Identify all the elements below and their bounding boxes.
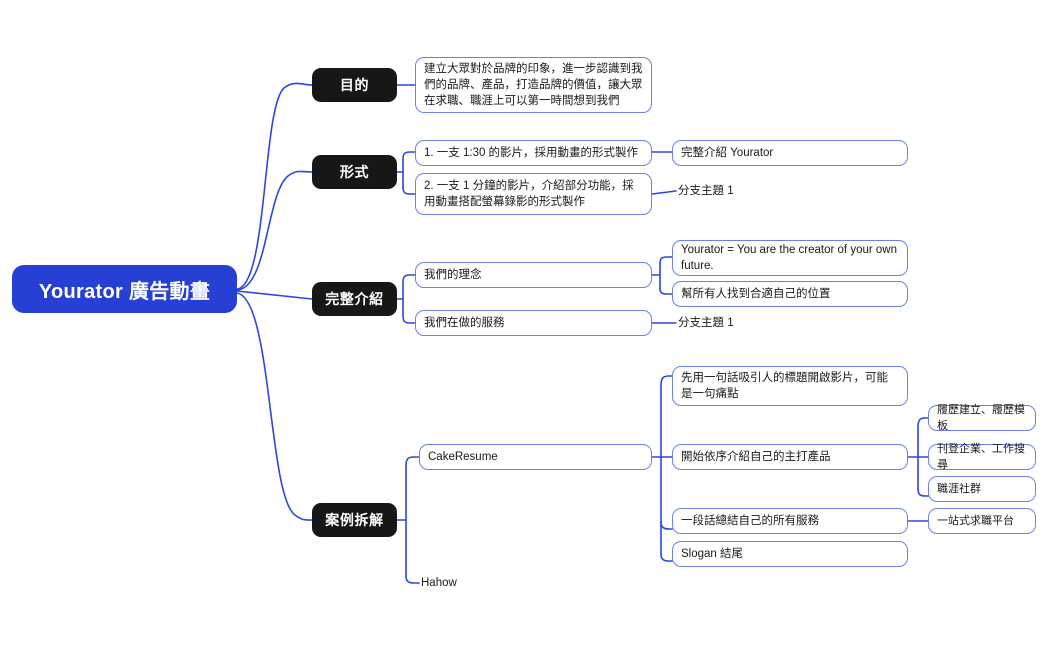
node-concept-label: 我們的理念 [424, 269, 482, 281]
link-product-c1 [917, 417, 929, 428]
node-services-child[interactable]: 分支主題 1 [676, 313, 876, 333]
branch-node-full-intro[interactable]: 完整介紹 [312, 282, 397, 316]
link-fullintro-c2 [402, 314, 416, 324]
node-format-2[interactable]: 2. 一支 1 分鐘的影片，介紹部分功能，採用動畫搭配螢幕錄影的形式製作 [415, 173, 652, 215]
branch-label-purpose: 目的 [339, 77, 370, 93]
node-summary-platform[interactable]: 一站式求職平台 [928, 508, 1036, 534]
node-product-jobs-label: 刊登企業、工作搜尋 [937, 443, 1025, 471]
root-node[interactable]: Yourator 廣告動畫 [12, 265, 237, 313]
node-cake-summary-label: 一段話總結自己的所有服務 [681, 515, 819, 527]
node-services-child-label: 分支主題 1 [678, 317, 734, 329]
link-fullintro-c1 [402, 274, 416, 284]
node-format-1-label: 1. 一支 1:30 的影片，採用動畫的形式製作 [424, 147, 639, 159]
branch-node-purpose[interactable]: 目的 [312, 68, 397, 102]
node-summary-platform-label: 一站式求職平台 [937, 515, 1014, 527]
link-concept-c1 [659, 256, 673, 265]
node-concept-1-label: Yourator = You are the creator of your o… [681, 244, 897, 272]
link-root-casestudy [236, 292, 313, 521]
node-cake-products[interactable]: 開始依序介紹自己的主打產品 [672, 444, 908, 470]
root-label: Yourator 廣告動畫 [38, 280, 211, 303]
branch-node-case-study[interactable]: 案例拆解 [312, 503, 397, 537]
link-concept-c2 [659, 287, 673, 295]
node-hahow-label: Hahow [421, 577, 457, 589]
node-cake-hook-label: 先用一句話吸引人的標題開啟影片，可能是一句痛點 [681, 372, 888, 400]
link-format2-leaf [651, 190, 677, 195]
node-format-1[interactable]: 1. 一支 1:30 的影片，採用動畫的形式製作 [415, 140, 652, 166]
link-format-c1 [402, 151, 416, 161]
link-format-c2 [402, 185, 416, 195]
node-product-resume-label: 履歷建立、履歷模板 [937, 404, 1025, 432]
branch-label-format: 形式 [339, 164, 370, 180]
node-format-2-child[interactable]: 分支主題 1 [676, 181, 876, 201]
link-cake-c4 [660, 553, 673, 562]
node-hahow[interactable]: Hahow [419, 573, 539, 593]
node-format-2-label: 2. 一支 1 分鐘的影片，介紹部分功能，採用動畫搭配螢幕錄影的形式製作 [424, 180, 634, 208]
link-case-c2 [405, 575, 420, 584]
node-concept[interactable]: 我們的理念 [415, 262, 652, 288]
node-product-jobs[interactable]: 刊登企業、工作搜尋 [928, 443, 1036, 471]
node-cake-summary[interactable]: 一段話總結自己的所有服務 [672, 508, 908, 534]
link-case-c1 [405, 456, 420, 467]
branch-node-format[interactable]: 形式 [312, 155, 397, 189]
link-root-purpose [236, 82, 313, 290]
node-cake-slogan-label: Slogan 結尾 [681, 548, 744, 560]
node-format-1-child[interactable]: 完整介紹 Yourator [672, 140, 908, 166]
node-cakeresume[interactable]: CakeResume [419, 444, 652, 470]
node-purpose-detail-label: 建立大眾對於品牌的印象，進一步認識到我們的品牌、產品，打造品牌的價值，讓大眾在求… [424, 63, 643, 107]
node-concept-2[interactable]: 幫所有人找到合適自己的位置 [672, 281, 908, 307]
node-cakeresume-label: CakeResume [428, 451, 498, 463]
node-cake-hook[interactable]: 先用一句話吸引人的標題開啟影片，可能是一句痛點 [672, 366, 908, 406]
link-cake-c3 [660, 520, 673, 530]
node-services-label: 我們在做的服務 [424, 317, 505, 329]
node-product-resume[interactable]: 履歷建立、履歷模板 [928, 404, 1036, 432]
link-root-format [236, 170, 313, 291]
branch-label-full-intro: 完整介紹 [325, 291, 384, 307]
link-root-fullintro [236, 290, 313, 300]
node-services[interactable]: 我們在做的服務 [415, 310, 652, 336]
node-concept-1[interactable]: Yourator = You are the creator of your o… [672, 240, 908, 276]
node-format-1-child-label: 完整介紹 Yourator [681, 147, 774, 159]
node-cake-slogan[interactable]: Slogan 結尾 [672, 541, 908, 567]
node-product-community[interactable]: 職涯社群 [928, 476, 1036, 502]
link-cake-c1 [660, 375, 673, 387]
node-cake-products-label: 開始依序介紹自己的主打產品 [681, 451, 831, 463]
node-product-community-label: 職涯社群 [937, 483, 981, 495]
link-product-c3 [917, 488, 929, 497]
node-format-2-child-label: 分支主題 1 [678, 185, 734, 197]
branch-label-case-study: 案例拆解 [325, 512, 384, 528]
node-purpose-detail[interactable]: 建立大眾對於品牌的印象，進一步認識到我們的品牌、產品，打造品牌的價值，讓大眾在求… [415, 57, 652, 113]
node-concept-2-label: 幫所有人找到合適自己的位置 [681, 288, 831, 300]
